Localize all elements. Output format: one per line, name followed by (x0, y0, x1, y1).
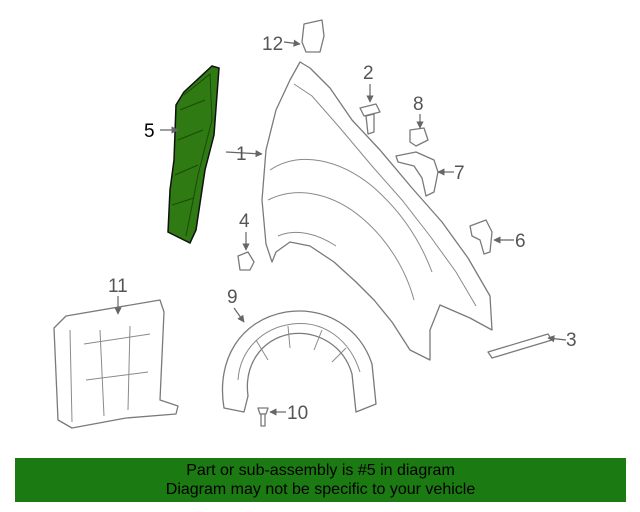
callout-7[interactable]: 7 (454, 163, 465, 184)
callout-1[interactable]: 1 (236, 144, 247, 165)
part-5-bracket[interactable] (167, 65, 220, 245)
leader-9 (233, 307, 245, 323)
leader-1 (225, 150, 263, 158)
part-4-clip[interactable] (237, 251, 255, 271)
callout-12[interactable]: 12 (262, 34, 283, 55)
part-10-screw[interactable] (257, 407, 269, 427)
part-11-shield[interactable] (53, 299, 179, 429)
callout-2[interactable]: 2 (363, 63, 374, 84)
part-3-strip[interactable] (487, 333, 553, 359)
callout-11[interactable]: 11 (108, 276, 128, 297)
part-7-bracket[interactable] (395, 151, 439, 197)
callout-9[interactable]: 9 (227, 287, 238, 308)
part-2-bolt[interactable] (359, 103, 381, 135)
part-1-fender[interactable] (261, 61, 493, 361)
part-6-bracket[interactable] (469, 219, 493, 255)
parts-diagram: 1 2 3 4 5 6 7 8 9 10 11 12 (53, 19, 577, 429)
leader-12 (283, 39, 301, 47)
leader-3 (547, 335, 567, 343)
part-8-clip[interactable] (409, 127, 429, 147)
callout-4[interactable]: 4 (239, 211, 250, 232)
part-12-clip[interactable] (301, 19, 325, 53)
callout-8[interactable]: 8 (413, 94, 424, 115)
info-banner: Part or sub-assembly is #5 in diagram Di… (15, 458, 626, 502)
callout-5[interactable]: 5 (144, 121, 155, 142)
callout-10[interactable]: 10 (287, 403, 308, 424)
callout-3[interactable]: 3 (566, 330, 577, 351)
part-9-liner[interactable] (221, 310, 377, 413)
callout-6[interactable]: 6 (515, 231, 526, 252)
banner-line-1: Part or sub-assembly is #5 in diagram (186, 462, 455, 479)
banner-line-2: Diagram may not be specific to your vehi… (165, 481, 476, 498)
